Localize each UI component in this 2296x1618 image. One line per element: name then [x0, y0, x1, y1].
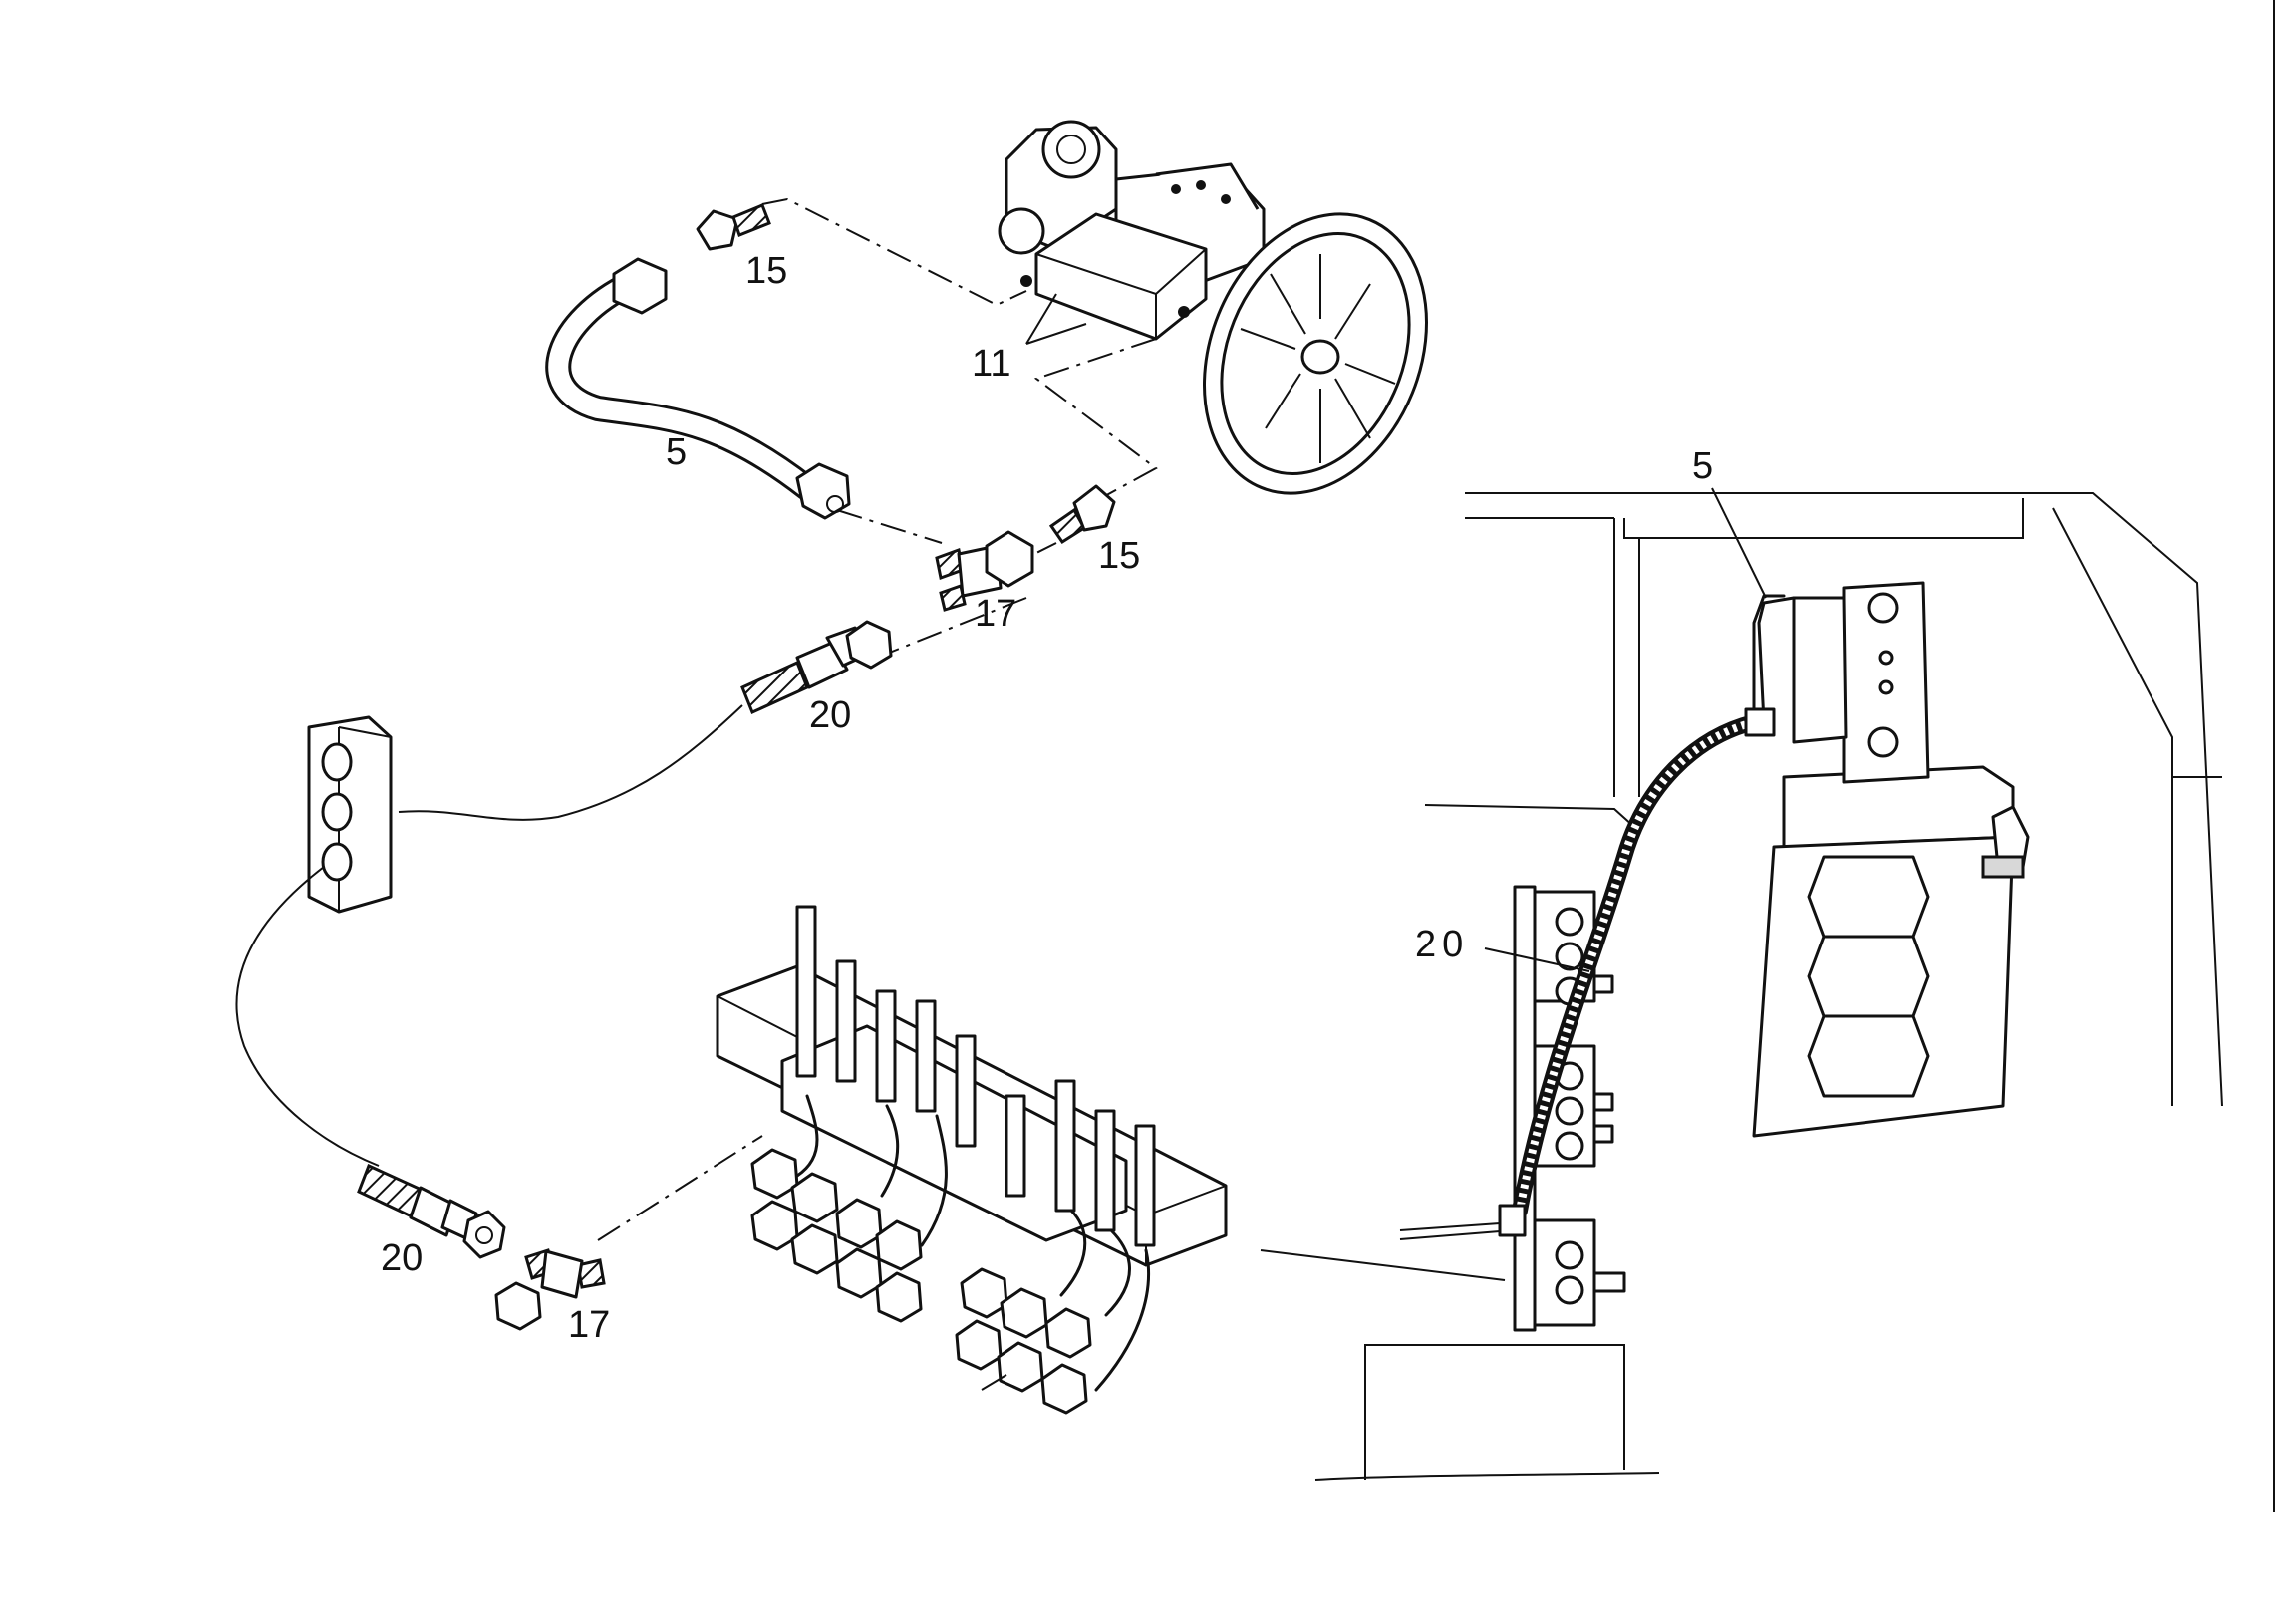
- callout-5-pipe: 5: [666, 431, 687, 473]
- fitting-15-top: [696, 203, 771, 251]
- callout-15-top: 15: [745, 250, 787, 292]
- tee-17-low: [494, 1248, 606, 1331]
- hose-end-20-mid: [740, 620, 893, 715]
- callout-11: 11: [972, 343, 1010, 385]
- tee-17-mid: [935, 530, 1034, 612]
- callout-17-low: 17: [568, 1304, 610, 1346]
- callout-20-mid: 20: [809, 694, 851, 736]
- installed-view: [1314, 487, 2223, 1481]
- callout-17-mid: 17: [975, 593, 1016, 635]
- injector-manifold: [716, 905, 1228, 1415]
- detail-leader: [1260, 1249, 1506, 1281]
- hose-end-20-low: [357, 1163, 506, 1259]
- callout-20-right: 20: [1415, 924, 1469, 965]
- pump-assembly: [998, 120, 1428, 495]
- pipe-5: [545, 257, 851, 520]
- callout-5-right: 5: [1692, 445, 1713, 487]
- fitting-15-mid: [1048, 484, 1116, 545]
- callout-20-low: 20: [381, 1237, 423, 1279]
- hose-line-lower: [235, 866, 380, 1167]
- hose-line-upper: [398, 704, 743, 821]
- terminal-block-left: [307, 715, 393, 914]
- leader-11: [1025, 293, 1087, 345]
- callout-15-mid: 15: [1098, 535, 1140, 577]
